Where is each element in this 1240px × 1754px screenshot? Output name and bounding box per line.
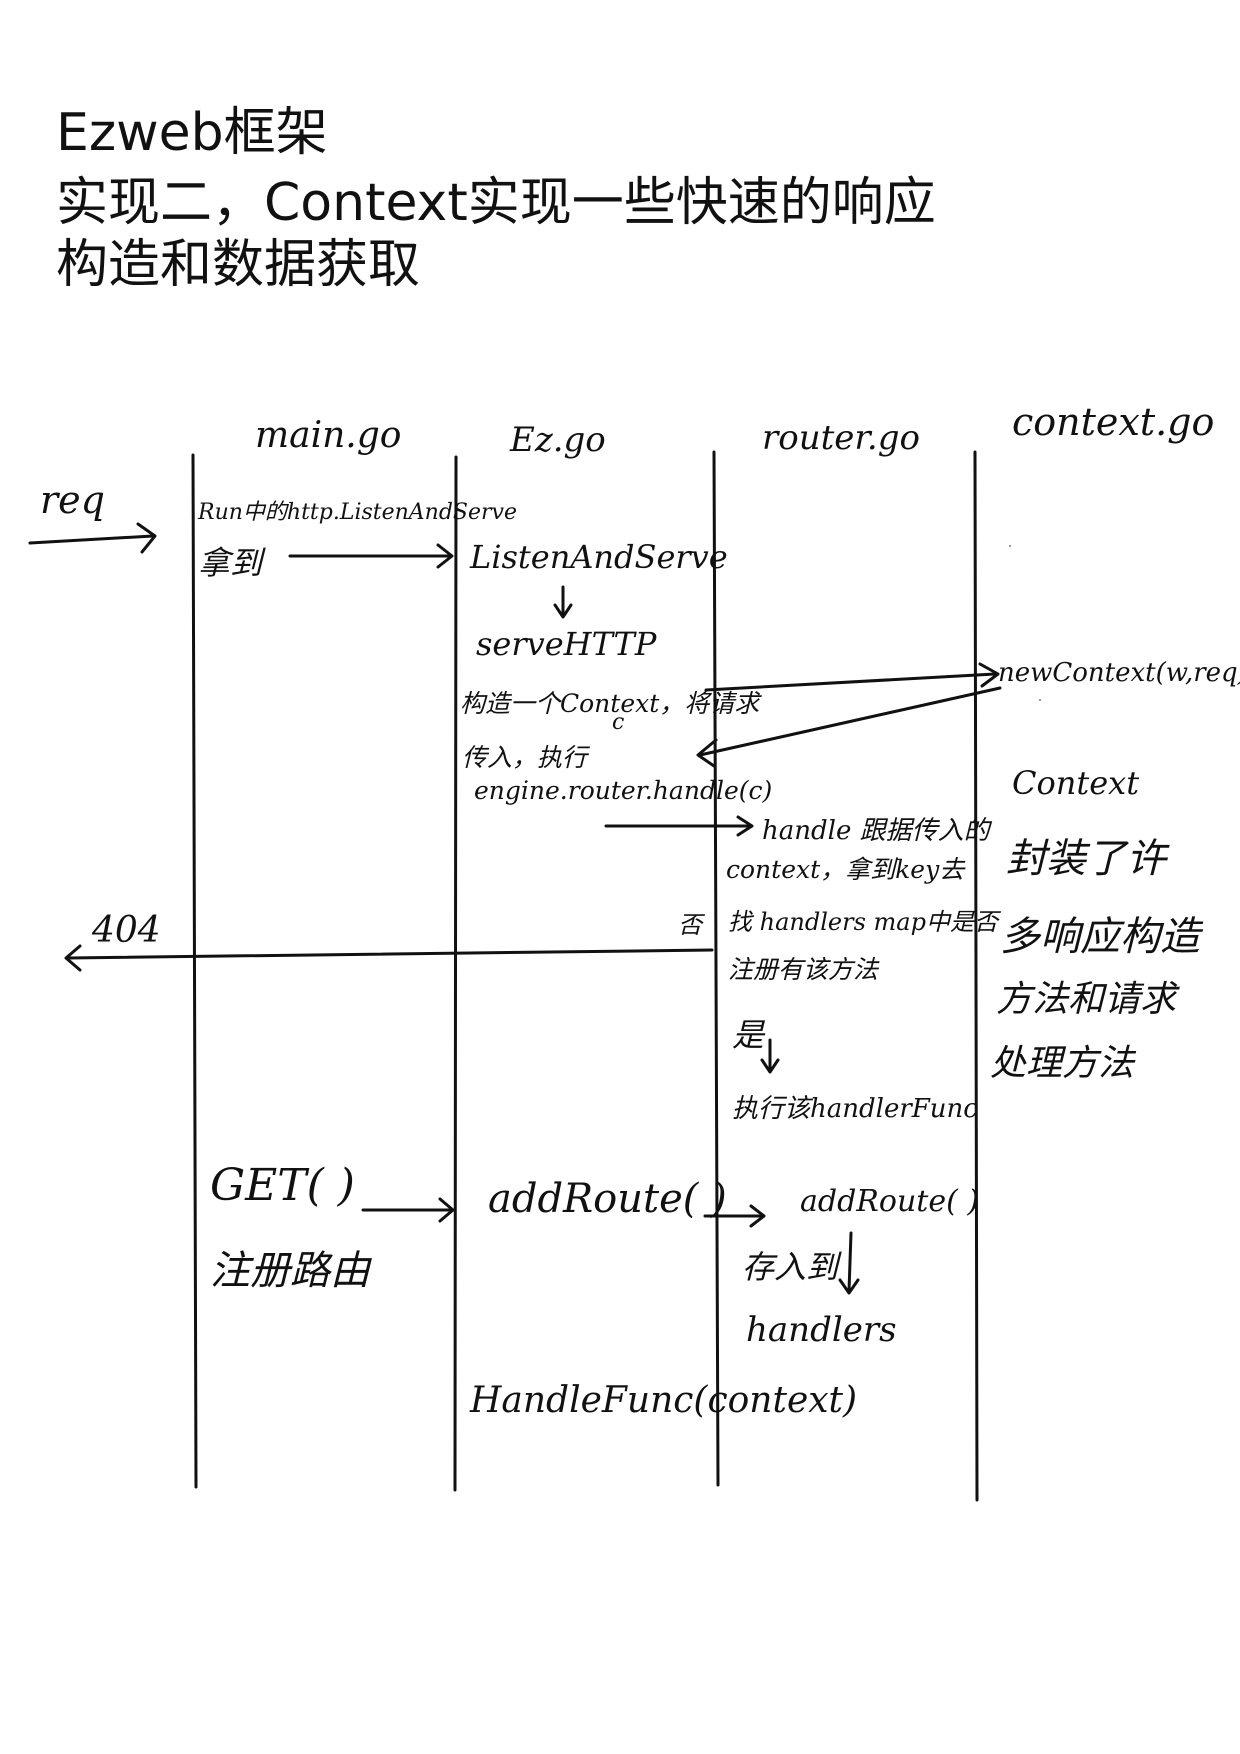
lane-label-main: main.go (255, 415, 402, 456)
lifeline-main (191, 453, 198, 1489)
title-line-1: Ezweb框架 (56, 103, 328, 163)
arrow-return-c (698, 686, 1002, 757)
listen-and-serve: ListenAndServe (470, 538, 728, 576)
run-note: Run中的http.ListenAndServe (198, 500, 517, 525)
serve-http: serveHTTP (476, 625, 657, 663)
not-found-label: 404 (92, 910, 161, 951)
construct-note-2: 传入，执行 (462, 743, 588, 772)
engine-call: engine.router.handle(c) (474, 776, 773, 805)
exec-handlerfunc: 执行该handlerFunc (732, 1094, 978, 1124)
handle-note-4: 注册有该方法 (728, 955, 879, 984)
title-line-2: 实现二，Context实现一些快速的响应 (56, 173, 936, 233)
context-note-2: 多响应构造 (1000, 914, 1200, 960)
construct-note-c: c (612, 710, 625, 735)
lane-label-ez: Ez.go (510, 420, 606, 460)
context-note-4: 处理方法 (990, 1043, 1135, 1084)
get-call: GET( ) (210, 1160, 355, 1211)
context-title: Context (1012, 764, 1140, 802)
req-label: req (40, 478, 105, 522)
lifeline-ez (453, 455, 458, 1492)
lifeline-context (973, 450, 979, 1502)
title-line-3: 构造和数据获取 (56, 235, 421, 295)
construct-note-1: 构造一个Context，将请求 (460, 689, 760, 718)
store-note: 存入到 (742, 1248, 839, 1286)
context-note-1: 封装了许 (1006, 836, 1166, 882)
register-route-note: 注册路由 (210, 1248, 370, 1294)
yes-branch-label: 是 (732, 1016, 765, 1054)
lane-label-router: router.go (762, 418, 920, 458)
arrow-store (847, 1231, 853, 1293)
handlers-map: handlers (746, 1310, 897, 1350)
handle-note-3: 找 handlers map中是否 (728, 908, 998, 936)
arrow-req (28, 534, 155, 545)
addroute-ez: addRoute( ) (488, 1176, 727, 1222)
nadao-note: 拿到 (198, 544, 263, 582)
new-context-call: newContext(w,req) (998, 658, 1240, 688)
arrow-404 (66, 948, 714, 960)
handle-note-1: handle 跟据传入的 (762, 816, 990, 846)
lifeline-router (712, 450, 720, 1487)
arrow-to-newcontext (704, 672, 997, 692)
lane-label-context: context.go (1012, 400, 1215, 444)
addroute-router: addRoute( ) (800, 1184, 980, 1219)
context-note-3: 方法和请求 (996, 979, 1177, 1020)
handle-note-2: context，拿到key去 (726, 855, 965, 884)
handlefunc-note: HandleFunc(context) (470, 1380, 858, 1421)
no-branch-label: 否 (678, 911, 702, 939)
